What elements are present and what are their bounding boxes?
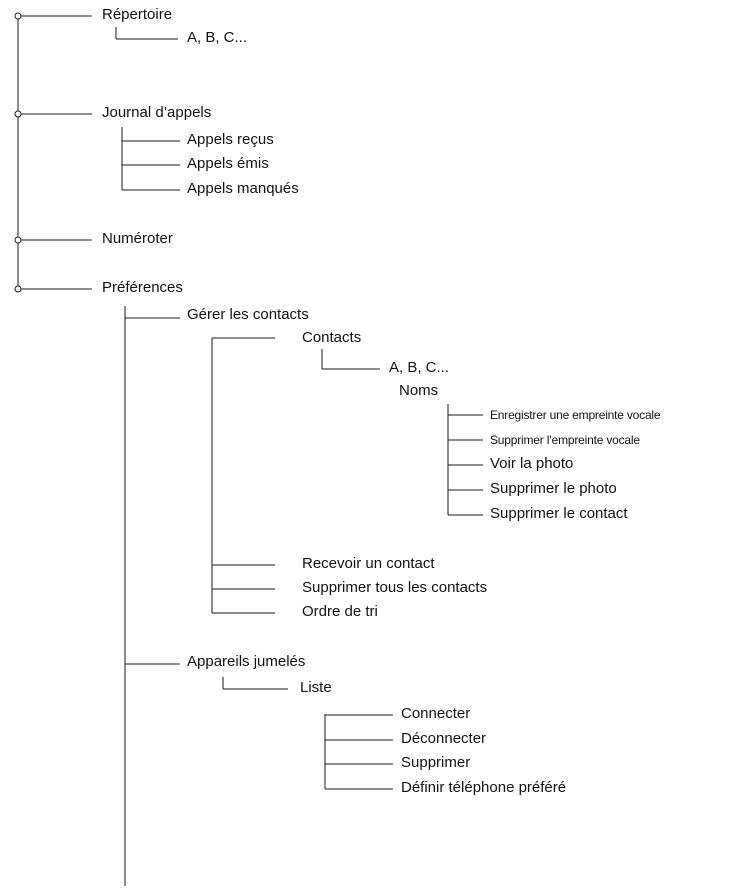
node-circle — [14, 285, 22, 293]
node-deconnecter: Déconnecter — [401, 730, 487, 747]
node-liste: Liste — [300, 679, 332, 696]
node-supprimer: Supprimer — [401, 754, 471, 771]
node-numeroter: Numéroter — [102, 230, 173, 247]
node-appels-manques: Appels manqués — [187, 180, 299, 197]
node-appareils-jumeles: Appareils jumelés — [187, 653, 306, 670]
node-contacts-abc: A, B, C... — [389, 359, 450, 376]
node-journal-appels: Journal d’appels — [102, 104, 212, 121]
node-ordre-tri: Ordre de tri — [302, 603, 378, 620]
node-voir-photo: Voir la photo — [490, 455, 574, 472]
node-appels-emis: Appels émis — [187, 155, 269, 172]
node-noms: Noms — [399, 382, 439, 399]
node-connecter: Connecter — [401, 705, 471, 722]
node-supprimer-photo: Supprimer le photo — [490, 480, 617, 497]
node-supprimer-contact: Supprimer le contact — [490, 505, 628, 522]
node-recevoir-contact: Recevoir un contact — [302, 555, 435, 572]
node-gerer-contacts: Gérer les contacts — [187, 306, 309, 323]
node-preferences: Préférences — [102, 279, 183, 296]
node-circle — [14, 236, 22, 244]
node-repertoire-abc: A, B, C... — [187, 29, 248, 46]
node-repertoire: Répertoire — [102, 6, 173, 23]
node-circle — [14, 110, 22, 118]
node-circle — [14, 12, 22, 20]
node-enregistrer-empreinte: Enregistrer une empreinte vocale — [490, 408, 661, 422]
node-supprimer-tous-contacts: Supprimer tous les contacts — [302, 579, 488, 596]
node-appels-recus: Appels reçus — [187, 131, 274, 148]
node-contacts: Contacts — [302, 329, 362, 346]
node-definir-telephone: Définir téléphone préféré — [401, 779, 567, 796]
node-supprimer-empreinte: Supprimer l’empreinte vocale — [490, 433, 640, 447]
